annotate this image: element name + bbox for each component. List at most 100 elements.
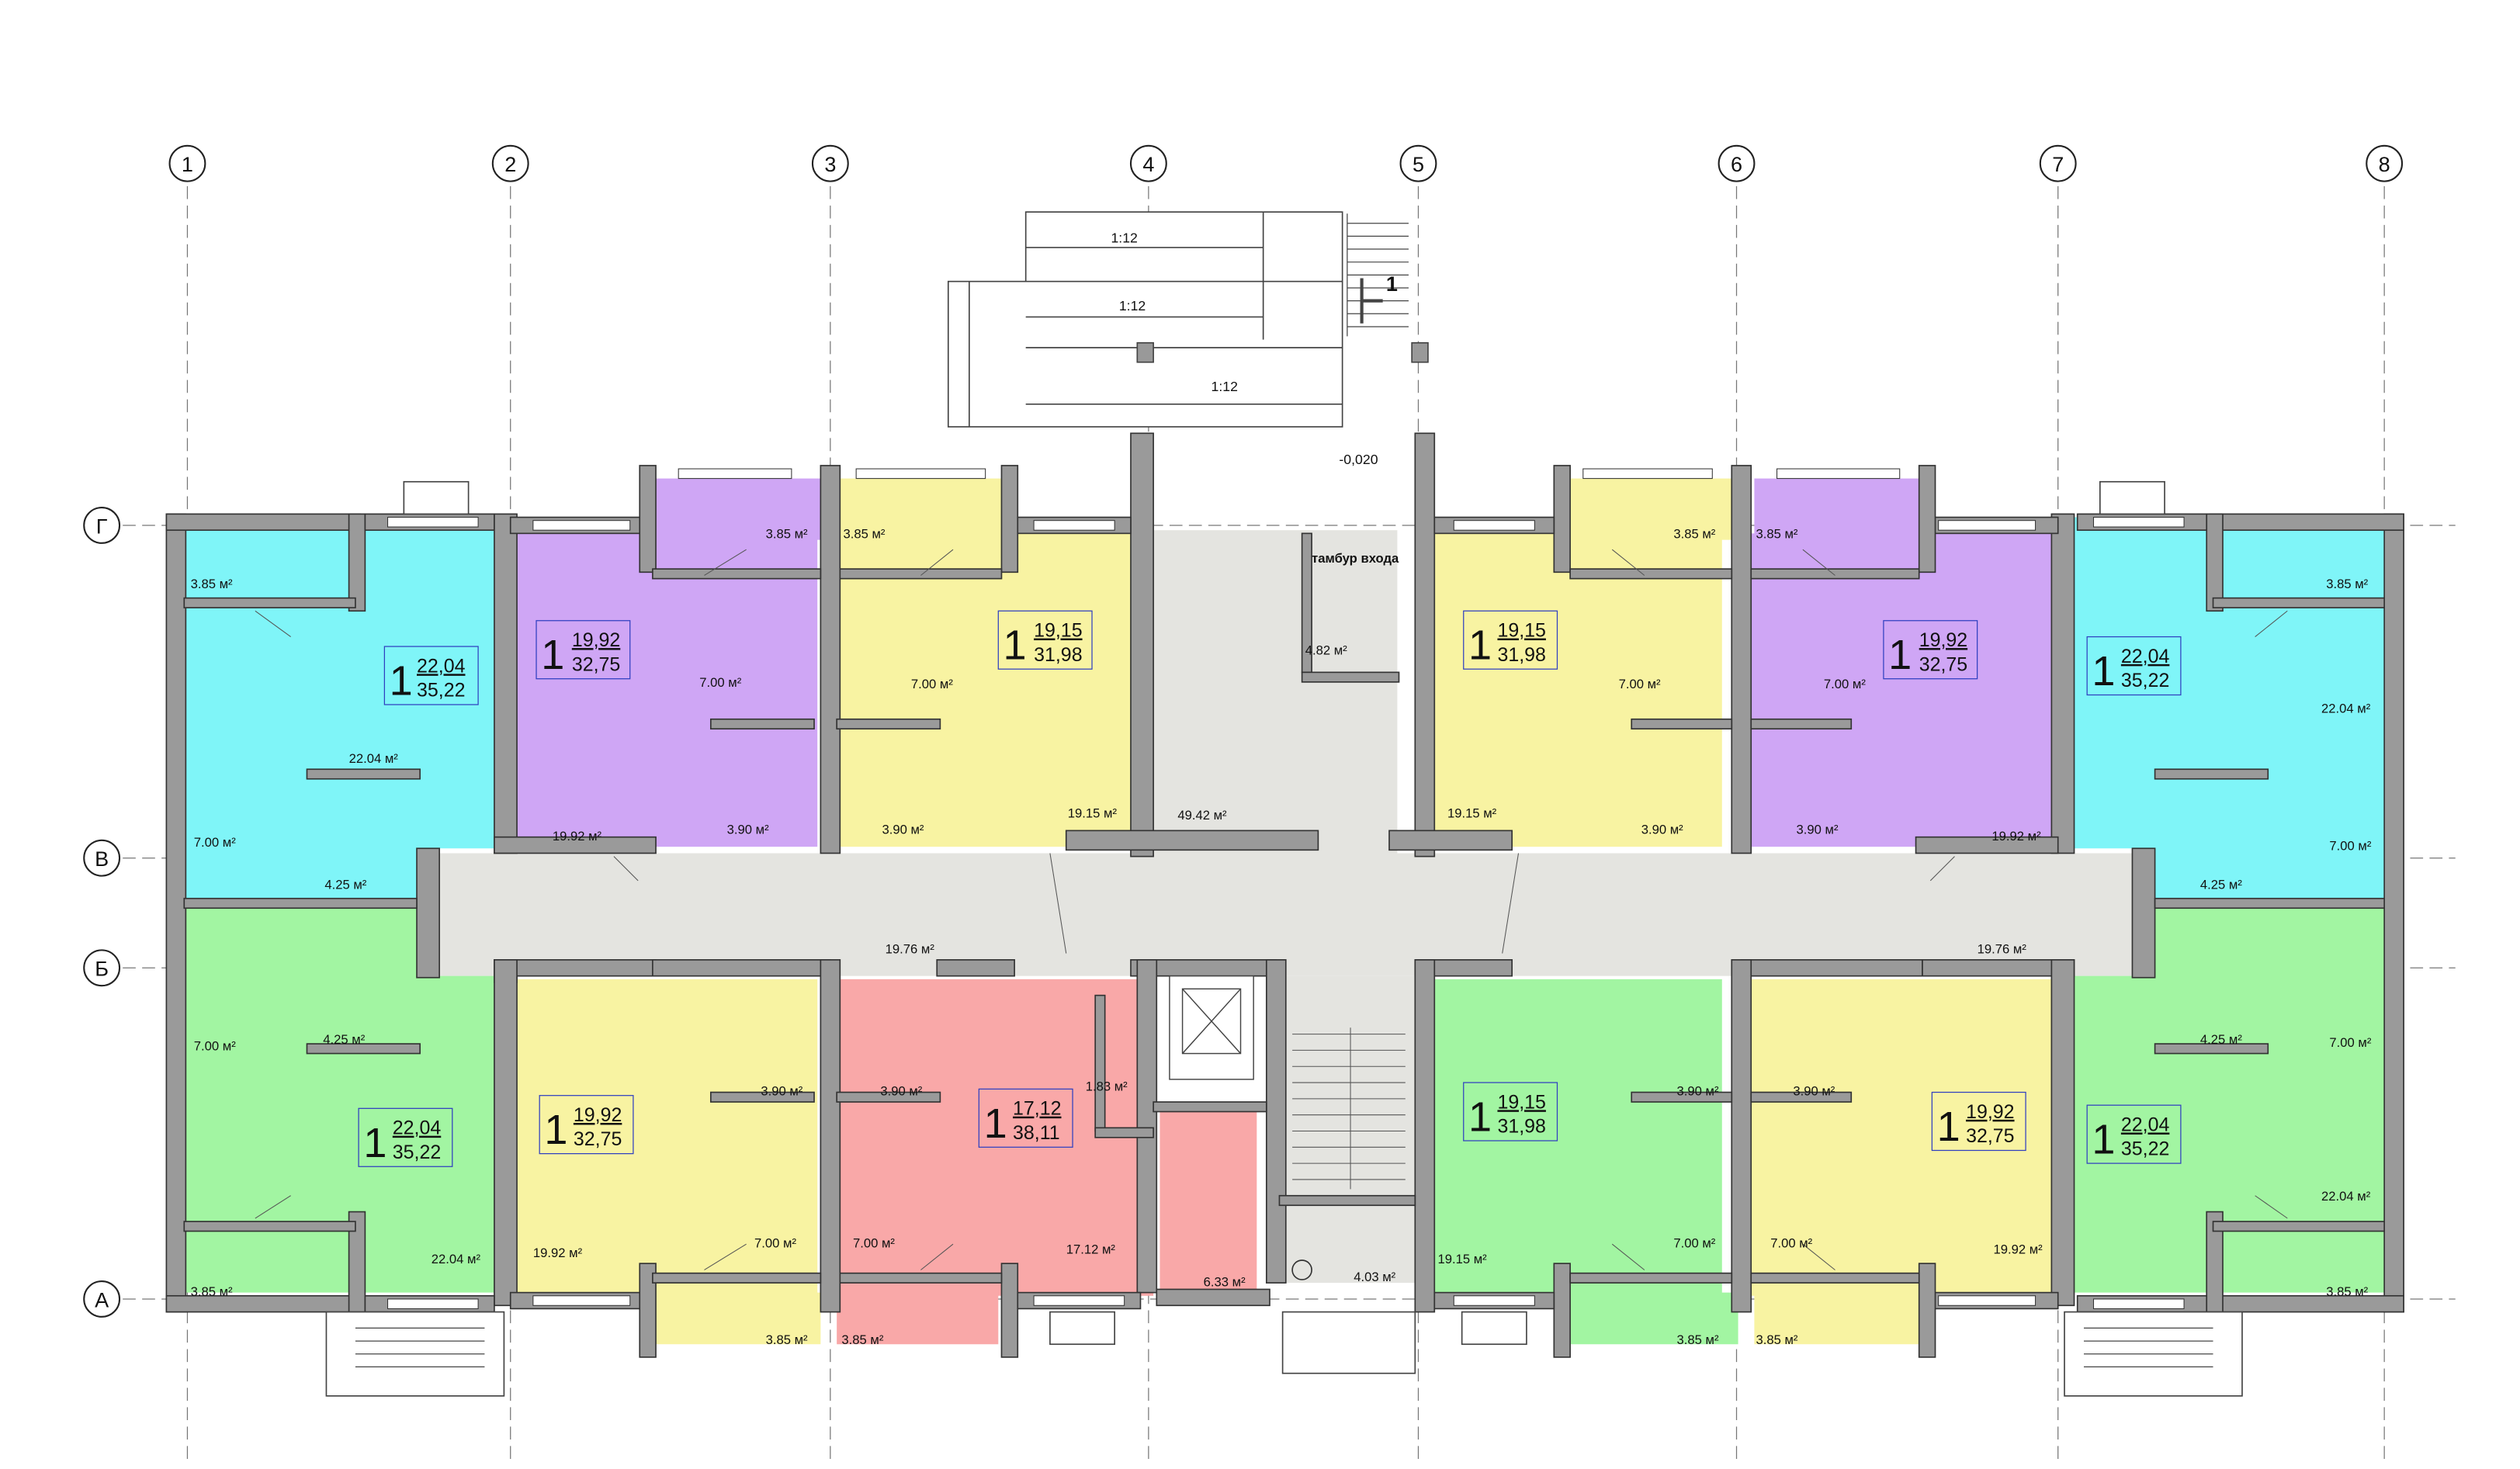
area-label: 19.15 м² bbox=[1068, 806, 1118, 821]
axis-bubble-1 bbox=[168, 144, 206, 182]
area-label: 3.90 м² bbox=[1641, 823, 1683, 837]
svg-text:35,22: 35,22 bbox=[393, 1142, 441, 1163]
axis-label-4: 4 bbox=[1142, 153, 1154, 176]
elevator-shaft bbox=[1169, 975, 1254, 1080]
porch-steps bbox=[355, 1327, 2213, 1367]
svg-text:32,75: 32,75 bbox=[572, 653, 620, 675]
axis-bubble-8 bbox=[2366, 144, 2404, 182]
svg-text:19,92: 19,92 bbox=[574, 1104, 622, 1126]
area-label: 3.85 м² bbox=[766, 1332, 808, 1347]
area-label: 7.00 м² bbox=[911, 677, 953, 691]
svg-text:32,75: 32,75 bbox=[1966, 1125, 2014, 1147]
axis-label-6: 6 bbox=[1731, 153, 1742, 176]
section-mark: 1 bbox=[1386, 272, 1398, 296]
area-label: 1.83 м² bbox=[1086, 1079, 1128, 1093]
axis-label-2: 2 bbox=[504, 153, 516, 176]
area-label: 3.85 м² bbox=[843, 527, 885, 542]
axis-label-3: 3 bbox=[824, 153, 836, 176]
axis-bubble-6 bbox=[1718, 144, 1756, 182]
area-label: 19.76 м² bbox=[1978, 942, 2027, 957]
area-label: 4.25 м² bbox=[323, 1032, 365, 1047]
area-label: 3.85 м² bbox=[1756, 527, 1797, 542]
area-label: 19.15 м² bbox=[1447, 806, 1497, 821]
svg-text:19,92: 19,92 bbox=[1966, 1101, 2014, 1123]
area-label: 3.85 м² bbox=[766, 527, 808, 542]
svg-text:1: 1 bbox=[1468, 622, 1492, 669]
svg-text:19,92: 19,92 bbox=[572, 629, 620, 651]
axis-label-8: 8 bbox=[2379, 153, 2390, 176]
apartment-tag: 1 19,15 31,98 bbox=[1468, 620, 1546, 669]
svg-text:35,22: 35,22 bbox=[2121, 1138, 2169, 1160]
area-label: 22.04 м² bbox=[2321, 701, 2371, 715]
vestibule-label: тамбур входа bbox=[1312, 551, 1399, 566]
apartment-tag: 1 19,92 32,75 bbox=[544, 1104, 622, 1153]
svg-text:1: 1 bbox=[984, 1100, 1007, 1147]
entrance-steps bbox=[1347, 213, 1409, 337]
svg-text:1: 1 bbox=[1468, 1093, 1492, 1140]
area-label: 19.15 м² bbox=[1437, 1252, 1487, 1266]
area-label: 3.85 м² bbox=[841, 1332, 883, 1347]
area-label: 3.90 м² bbox=[1797, 823, 1839, 837]
svg-text:19,92: 19,92 bbox=[1919, 629, 1967, 651]
apartment-tags bbox=[358, 610, 2182, 1167]
svg-text:31,98: 31,98 bbox=[1497, 644, 1545, 666]
svg-text:38,11: 38,11 bbox=[1013, 1122, 1060, 1144]
svg-text:17,12: 17,12 bbox=[1013, 1098, 1061, 1120]
svg-text:19,15: 19,15 bbox=[1497, 620, 1545, 642]
svg-text:1: 1 bbox=[1937, 1103, 1960, 1150]
svg-text:22,04: 22,04 bbox=[2121, 646, 2170, 667]
stair-flight bbox=[1292, 1027, 1406, 1190]
svg-text:1: 1 bbox=[2092, 648, 2115, 695]
area-label: 3.85 м² bbox=[2326, 577, 2368, 591]
svg-text:1: 1 bbox=[390, 658, 413, 705]
axis-label-5: 5 bbox=[1413, 153, 1424, 176]
area-label: 4.25 м² bbox=[2200, 1032, 2242, 1047]
axis-bubble-g bbox=[83, 507, 121, 544]
svg-text:22,04: 22,04 bbox=[2121, 1114, 2170, 1135]
area-label: 7.00 м² bbox=[1619, 677, 1661, 691]
area-label: 3.85 м² bbox=[191, 1284, 233, 1299]
axis-bubble-3 bbox=[811, 144, 849, 182]
ramp-slope-label: 1:12 bbox=[1111, 230, 1137, 246]
svg-text:31,98: 31,98 bbox=[1497, 1116, 1545, 1138]
apartment-tag: 1 22,04 35,22 bbox=[363, 1117, 441, 1166]
svg-text:22,04: 22,04 bbox=[417, 655, 466, 677]
area-label: 17.12 м² bbox=[1066, 1242, 1116, 1257]
area-label: 4.25 м² bbox=[2200, 877, 2242, 892]
area-label: 7.00 м² bbox=[754, 1235, 796, 1250]
apartment-tag: 1 22,04 35,22 bbox=[390, 655, 466, 704]
axis-bubble-b bbox=[83, 949, 121, 987]
area-label: 7.00 м² bbox=[2329, 1035, 2371, 1050]
axis-bubble-2 bbox=[491, 144, 529, 182]
axis-label-v: В bbox=[95, 847, 109, 871]
area-label: 3.90 м² bbox=[727, 823, 769, 837]
apartment-tag: 1 22,04 35,22 bbox=[2092, 646, 2169, 695]
door-swings bbox=[255, 549, 2288, 1270]
area-label: 4.03 м² bbox=[1354, 1270, 1395, 1284]
area-label: 3.85 м² bbox=[1673, 527, 1715, 542]
area-label: 7.00 м² bbox=[194, 1038, 236, 1053]
area-label: 19.92 м² bbox=[533, 1246, 583, 1260]
area-label: 19.92 м² bbox=[1993, 1242, 2043, 1257]
area-label: 7.00 м² bbox=[699, 675, 741, 690]
area-label: 22.04 м² bbox=[2321, 1189, 2371, 1204]
area-label: 3.90 м² bbox=[761, 1084, 802, 1099]
area-label: 7.00 м² bbox=[1770, 1235, 1812, 1250]
svg-text:31,98: 31,98 bbox=[1034, 644, 1082, 666]
svg-text:19,15: 19,15 bbox=[1497, 1091, 1545, 1113]
axis-label-1: 1 bbox=[182, 153, 193, 176]
svg-text:1: 1 bbox=[541, 632, 564, 678]
ramp-slope-label: 1:12 bbox=[1211, 379, 1237, 394]
svg-text:22,04: 22,04 bbox=[393, 1117, 442, 1139]
area-label: 4.82 м² bbox=[1305, 643, 1347, 657]
area-label: 3.90 м² bbox=[882, 823, 924, 837]
apartment-tag: 1 19,15 31,98 bbox=[1003, 620, 1083, 669]
svg-text:19,15: 19,15 bbox=[1034, 620, 1082, 642]
axis-label-b: Б bbox=[95, 958, 109, 981]
area-label: 3.90 м² bbox=[1793, 1084, 1835, 1099]
area-label: 7.00 м² bbox=[1673, 1235, 1715, 1250]
area-label: 7.00 м² bbox=[853, 1235, 895, 1250]
area-label: 19.92 м² bbox=[1991, 829, 2041, 844]
apartment-labels: 1 22,04 35,22 1 19,92 32,75 1 19,15 31,9… bbox=[363, 620, 2169, 1166]
